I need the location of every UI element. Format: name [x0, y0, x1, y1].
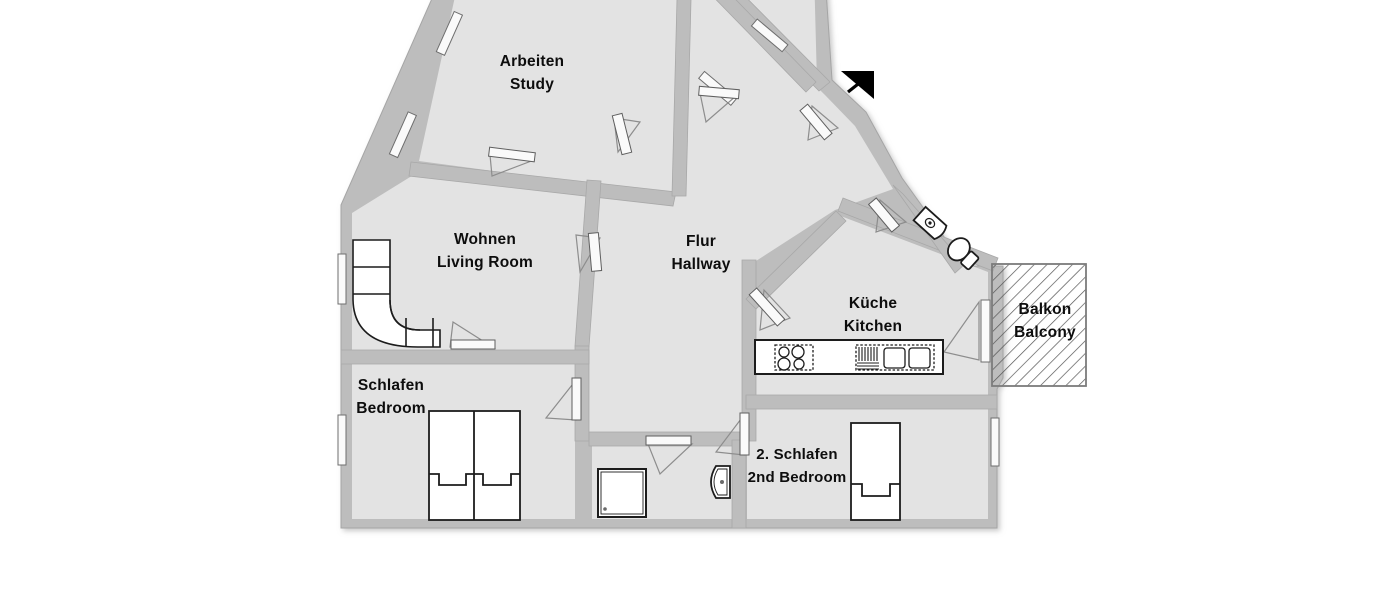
door-hallway-bedroom2	[714, 412, 750, 456]
door-living-hallway-upper	[611, 112, 642, 156]
toilet	[947, 237, 980, 271]
window-balcony-door	[980, 299, 991, 363]
furniture	[352, 205, 980, 521]
label-living-de: Wohnen	[454, 231, 516, 248]
room-labels: Arbeiten Study Wohnen Living Room Flur H…	[356, 53, 1076, 486]
label-balcony-de: Balkon	[1019, 301, 1072, 318]
wall-study-upperroom	[671, 0, 692, 197]
shower-tray	[597, 468, 647, 518]
kitchen-sink-double	[855, 344, 935, 371]
door-hallway-bedroom	[544, 377, 582, 421]
double-bed	[428, 410, 521, 521]
room-floor-study	[419, 0, 691, 195]
door-study-living	[488, 146, 536, 177]
label-study-en: Study	[510, 76, 554, 93]
wall-upperroom-bottom	[715, 0, 817, 93]
label-hallway-en: Hallway	[671, 256, 730, 273]
label-study-de: Arbeiten	[500, 53, 564, 70]
label-bedroom-en: Bedroom	[356, 400, 425, 417]
door-balcony	[942, 300, 980, 361]
window-living-w	[337, 253, 347, 305]
label-bedroom2-en: 2nd Bedroom	[748, 469, 847, 486]
stove-four-burner	[774, 344, 814, 371]
window-living-nw	[388, 111, 418, 159]
label-bedroom2-de: 2. Schlafen	[756, 446, 837, 463]
window-bedroom-w	[337, 414, 347, 466]
label-hallway-de: Flur	[686, 233, 716, 250]
doors	[449, 85, 980, 476]
room-floor-living	[352, 174, 603, 350]
door-hallway-kitchen	[748, 287, 792, 331]
label-balcony-en: Balcony	[1014, 324, 1076, 341]
door-living-bedroom	[449, 320, 497, 350]
door-hallway-bath	[645, 435, 694, 476]
balcony-slab	[991, 263, 1087, 387]
door-living-hallway-mid	[575, 232, 603, 274]
door-entrance	[799, 103, 840, 141]
wall-kitchen-gable-left	[745, 210, 847, 310]
label-kitchen-de: Küche	[849, 295, 898, 312]
window-upperroom-n	[750, 18, 789, 53]
window-study-nw	[435, 10, 464, 56]
label-kitchen-en: Kitchen	[844, 318, 902, 335]
door-hallway-wc	[867, 197, 908, 233]
wash-basin-wc	[912, 205, 948, 241]
single-bed	[850, 422, 901, 521]
door-upperroom	[698, 85, 740, 124]
entrance-arrow	[841, 71, 874, 99]
wall-kitchen-bedroom2	[745, 394, 998, 410]
window-bedroom2-e	[990, 417, 1000, 467]
label-living-en: Living Room	[437, 254, 533, 271]
label-bedroom-de: Schlafen	[358, 377, 424, 394]
wash-basin-bath	[710, 465, 731, 499]
corner-sofa	[352, 239, 441, 348]
wall-living-bedroom	[340, 349, 590, 365]
